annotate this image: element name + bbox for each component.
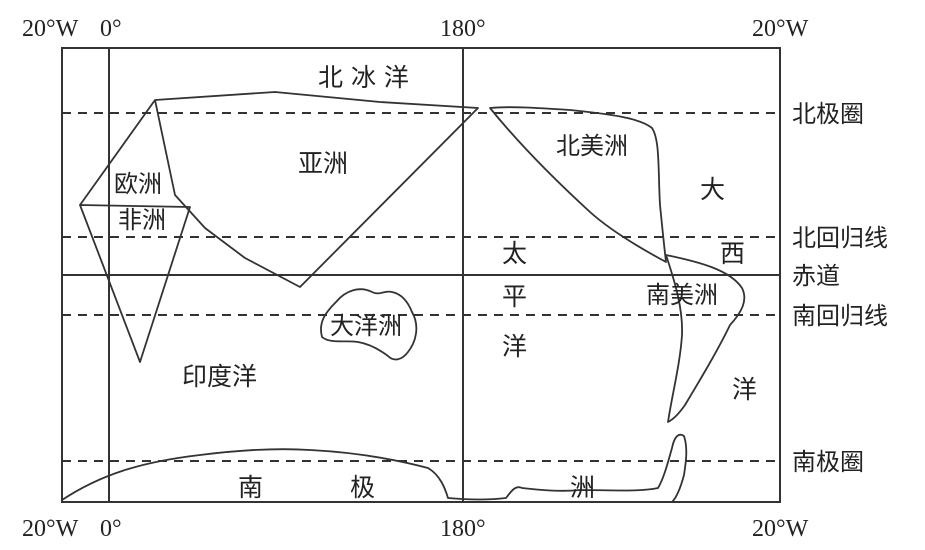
label-pacific-2: 平 bbox=[502, 282, 527, 311]
south-america-outline bbox=[665, 254, 746, 423]
north-america-outline bbox=[489, 106, 667, 263]
lon-bottom-20w-left: 20°W bbox=[22, 516, 79, 542]
label-atlantic-1: 大 bbox=[700, 175, 725, 204]
label-antarctic-circle: 南极圈 bbox=[792, 448, 864, 476]
label-asia: 亚洲 bbox=[298, 149, 348, 178]
label-equator: 赤道 bbox=[792, 262, 840, 290]
label-pacific-3: 洋 bbox=[502, 332, 527, 361]
label-atlantic-2: 西 bbox=[720, 239, 745, 268]
label-atlantic-3: 洋 bbox=[732, 375, 757, 404]
label-tropic-capricorn: 南回归线 bbox=[792, 302, 888, 330]
label-antarctica-2: 极 bbox=[350, 473, 375, 502]
label-south-america: 南美洲 bbox=[646, 281, 718, 309]
label-pacific-1: 太 bbox=[502, 239, 527, 268]
label-tropic-cancer: 北回归线 bbox=[792, 224, 888, 252]
label-antarctica-1: 南 bbox=[238, 473, 263, 502]
label-africa: 非洲 bbox=[118, 206, 166, 234]
label-oceania: 大洋洲 bbox=[330, 312, 402, 340]
oceania-outline bbox=[320, 288, 418, 361]
lon-bottom-20w-right: 20°W bbox=[752, 516, 809, 542]
label-indian-ocean: 印度洋 bbox=[182, 362, 257, 391]
eurasia-outline bbox=[79, 91, 479, 288]
lon-bottom-180: 180° bbox=[440, 516, 486, 542]
label-arctic-circle: 北极圈 bbox=[792, 100, 864, 128]
label-antarctica-3: 洲 bbox=[570, 473, 595, 502]
label-arctic-ocean: 北 冰 洋 bbox=[318, 63, 409, 92]
africa-outline bbox=[79, 204, 191, 363]
lon-top-20w-right: 20°W bbox=[752, 16, 809, 42]
lon-top-20w-left: 20°W bbox=[22, 16, 79, 42]
lon-top-0: 0° bbox=[100, 16, 122, 42]
lon-top-180: 180° bbox=[440, 16, 486, 42]
lon-bottom-0: 0° bbox=[100, 516, 122, 542]
label-europe: 欧洲 bbox=[114, 170, 162, 198]
antarctica-outline bbox=[61, 433, 688, 503]
label-north-america: 北美洲 bbox=[556, 132, 628, 160]
